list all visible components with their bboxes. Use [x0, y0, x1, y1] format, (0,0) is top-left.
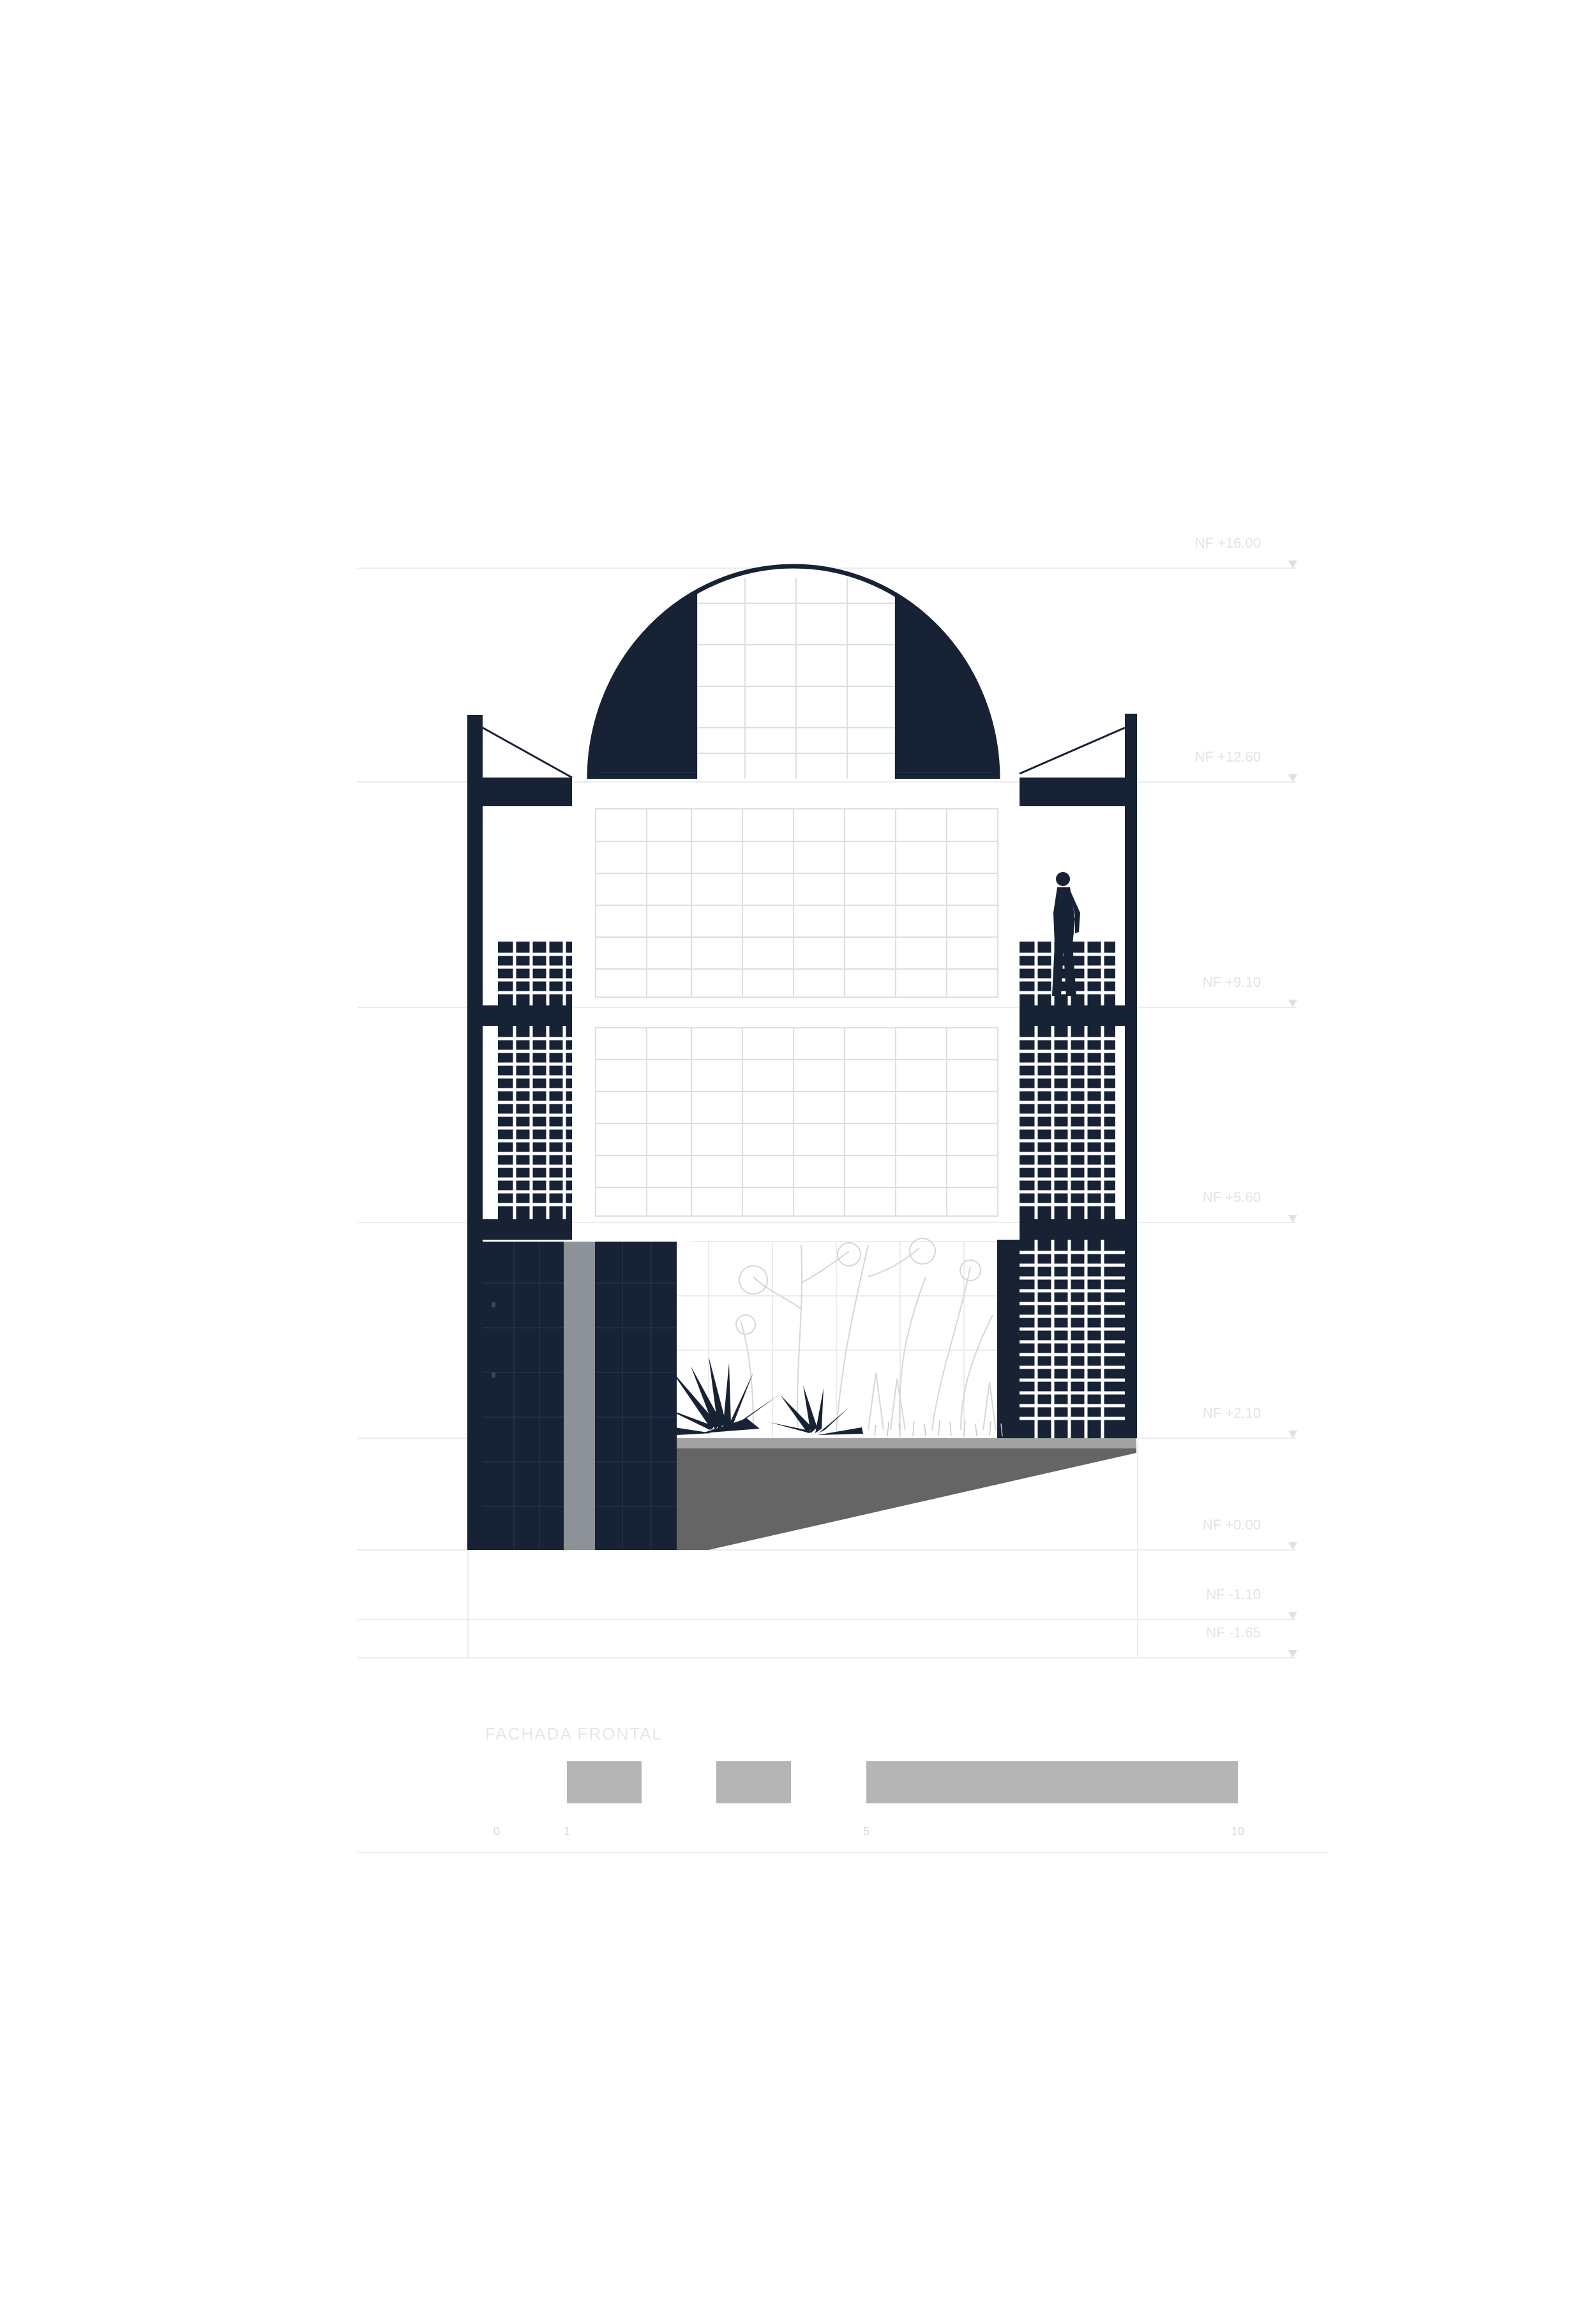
drawing-title: FACHADA FRONTAL — [485, 1724, 663, 1743]
ground-glazing — [677, 1241, 996, 1439]
middle-glazing — [595, 1027, 998, 1217]
svg-text:NF +0.00: NF +0.00 — [1203, 1517, 1261, 1533]
scale-tick-label: 1 — [564, 1825, 570, 1838]
level-marker: NF +0.00 — [1203, 1517, 1297, 1550]
ground-ramp — [677, 1438, 1136, 1550]
agave-plants — [664, 1357, 863, 1435]
svg-text:NF +9.10: NF +9.10 — [1203, 974, 1261, 990]
lattice-left-middle — [498, 1026, 572, 1219]
svg-text:NF -1.65: NF -1.65 — [1206, 1625, 1261, 1641]
upper-glazing — [595, 808, 998, 998]
entrance-door — [564, 1242, 595, 1550]
lattice-right-ground — [997, 1240, 1125, 1438]
human-figure — [1052, 872, 1080, 996]
grass-texture — [874, 1419, 1003, 1437]
lattice-left-upper — [498, 942, 572, 1005]
level-markers: NF +16.00 NF +12.60 NF +9.10 NF +5.60 NF… — [1195, 535, 1297, 1658]
level-marker: NF +9.10 — [1203, 974, 1297, 1007]
svg-text:NF +5.60: NF +5.60 — [1203, 1189, 1261, 1205]
level-marker: NF +16.00 — [1195, 535, 1297, 568]
level-marker: NF -1.65 — [1206, 1625, 1297, 1658]
floor-slabs — [483, 1005, 1125, 1240]
agave-large — [664, 1357, 779, 1435]
side-walls — [467, 714, 1137, 1550]
level-marker: NF +5.60 — [1203, 1189, 1297, 1222]
lattice-right-middle — [1020, 1026, 1115, 1219]
scale-tick-label: 5 — [863, 1825, 870, 1838]
level-marker: NF +12.60 — [1195, 749, 1297, 782]
scale-tick-label: 0 — [493, 1825, 500, 1838]
left-wall — [467, 715, 483, 1550]
agave-small — [769, 1385, 863, 1435]
level-marker: NF -1.10 — [1206, 1586, 1297, 1620]
canopies — [482, 726, 1125, 806]
svg-text:NF +16.00: NF +16.00 — [1195, 535, 1261, 551]
svg-text:NF -1.10: NF -1.10 — [1206, 1586, 1261, 1602]
brick-lattice-screens — [498, 942, 1125, 1438]
barrel-vault-roof — [587, 564, 1000, 779]
svg-text:NF +12.60: NF +12.60 — [1195, 749, 1261, 765]
svg-text:NF +2.10: NF +2.10 — [1203, 1405, 1261, 1421]
right-wall — [1125, 714, 1137, 1438]
vegetation-sketch — [735, 1238, 997, 1431]
ground-floor-left — [483, 1242, 677, 1550]
scale-bar: 0 1 5 10 — [493, 1761, 1244, 1838]
level-marker: NF +2.10 — [1203, 1405, 1297, 1438]
vault-glazing — [696, 578, 896, 779]
scale-tick-label: 10 — [1231, 1825, 1244, 1838]
